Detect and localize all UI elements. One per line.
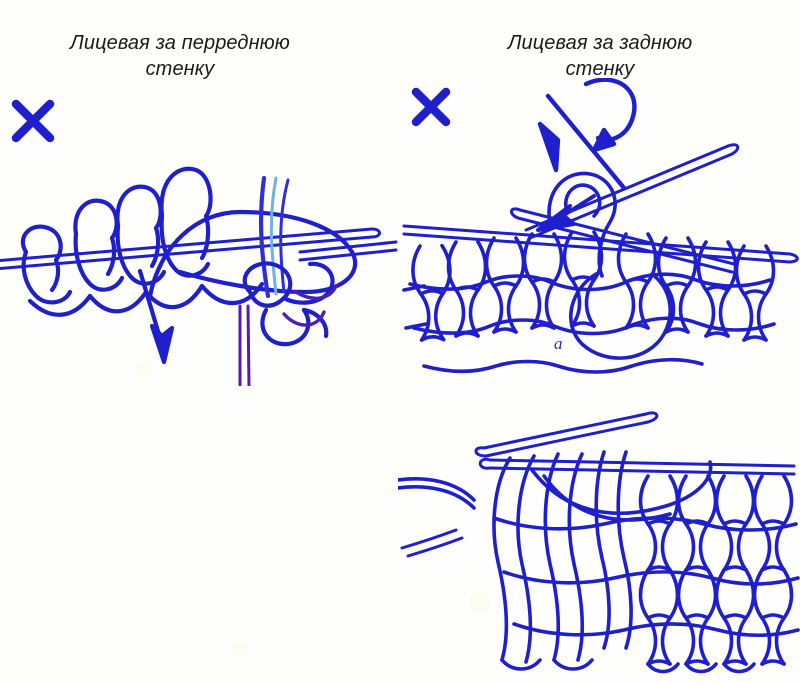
figure-back-loop-overview xyxy=(398,78,800,388)
figure-front-loop-detail xyxy=(0,86,400,386)
hook-arrow-icon xyxy=(537,78,637,191)
page-title-left: Лицевая за перреднюю стенку xyxy=(70,32,290,80)
cross-mark-icon xyxy=(411,87,451,127)
left-arrow-icon xyxy=(536,194,596,232)
knitting-needle-icon xyxy=(474,411,659,458)
page-title-right: Лицевая за заднюю стенку xyxy=(507,32,693,80)
working-yarn-loop xyxy=(147,209,358,299)
figure-label-a: а xyxy=(554,334,563,353)
down-arrow-icon xyxy=(137,268,175,365)
knitting-needle-icon xyxy=(478,457,796,476)
cross-mark-icon xyxy=(11,99,55,143)
figure-back-loop-result xyxy=(398,396,800,683)
